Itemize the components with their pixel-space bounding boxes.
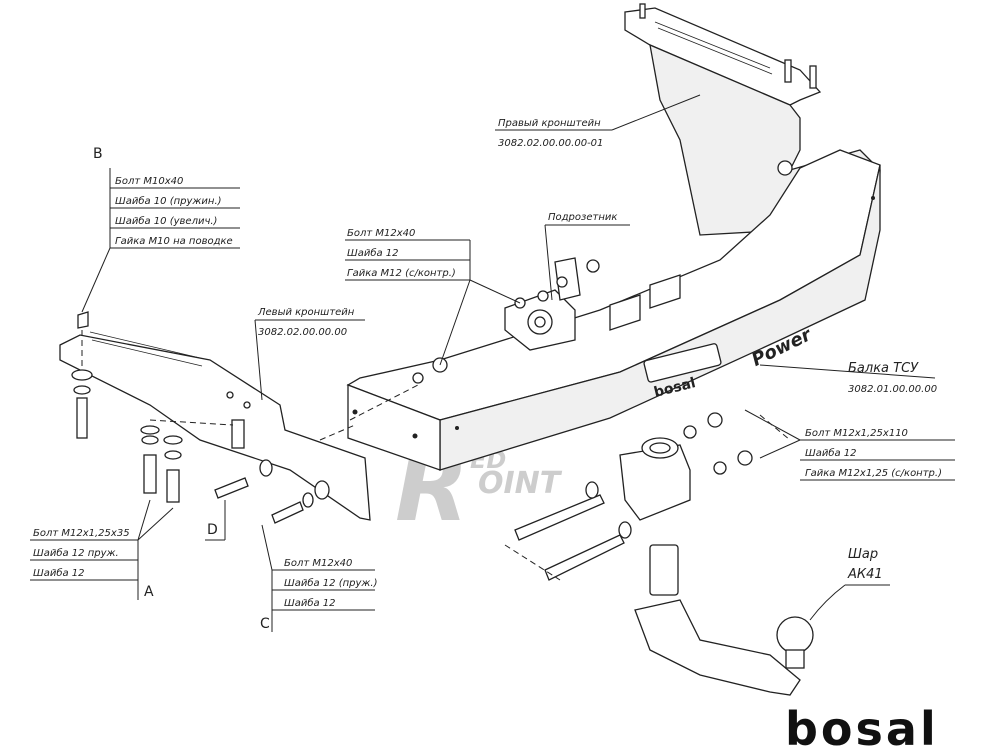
label-group-top: Болт М12х40 Шайба 12 Гайка М12 (с/контр.… bbox=[345, 228, 521, 366]
tow-beam: bosal Power bbox=[346, 149, 881, 471]
group-c-item-0: Болт М12х40 bbox=[284, 558, 352, 569]
left-bracket-label: Левый кронштейн bbox=[257, 307, 355, 318]
hardware-b bbox=[71, 330, 93, 439]
group-d-letter: D bbox=[207, 522, 218, 538]
group-b-item-1: Шайба 10 (пружин.) bbox=[115, 195, 222, 207]
ball-code: АК41 bbox=[847, 567, 883, 582]
socket-plate bbox=[504, 257, 600, 351]
ball-label: Шар bbox=[848, 547, 878, 562]
ball-mount bbox=[504, 412, 791, 581]
right-bracket-label: Правый кронштейн bbox=[498, 118, 601, 129]
right-item-0: Болт М12х1,25х110 bbox=[805, 428, 908, 439]
label-group-a: Болт М12х1,25х35 Шайба 12 пруж. Шайба 12… bbox=[30, 499, 174, 600]
group-c-letter: C bbox=[260, 616, 270, 632]
right-bracket-code: 3082.02.00.00.00-01 bbox=[498, 138, 603, 149]
group-a-item-2: Шайба 12 bbox=[33, 567, 85, 579]
socket-plate-label: Подрозетник bbox=[548, 212, 617, 223]
group-b-letter: B bbox=[93, 146, 103, 162]
top-item-2: Гайка М12 (с/контр.) bbox=[347, 268, 456, 279]
watermark-bottom: OINT bbox=[478, 466, 563, 501]
hardware-d-c bbox=[214, 424, 356, 524]
group-b-item-2: Шайба 10 (увелич.) bbox=[115, 215, 217, 227]
group-c-item-2: Шайба 12 bbox=[284, 597, 336, 609]
hardware-a bbox=[140, 419, 234, 503]
label-group-b: B Болт М10х40 Шайба 10 (пружин.) Шайба 1… bbox=[81, 146, 240, 313]
group-a-letter: A bbox=[144, 584, 154, 600]
tow-ball bbox=[634, 544, 814, 696]
group-a-item-0: Болт М12х1,25х35 bbox=[33, 528, 130, 539]
right-item-2: Гайка М12х1,25 (с/контр.) bbox=[805, 468, 942, 479]
bosal-logo: bosal bbox=[785, 702, 939, 750]
top-item-0: Болт М12х40 bbox=[347, 228, 415, 239]
left-bracket-code: 3082.02.00.00.00 bbox=[258, 327, 347, 338]
label-group-right: Болт М12х1,25х110 Шайба 12 Гайка М12х1,2… bbox=[744, 409, 955, 481]
beam-label: Балка ТСУ bbox=[848, 361, 919, 376]
label-group-d: D bbox=[205, 500, 226, 541]
beam-code: 3082.01.00.00.00 bbox=[848, 384, 937, 395]
group-a-item-1: Шайба 12 пруж. bbox=[33, 547, 119, 559]
left-bracket bbox=[59, 311, 371, 521]
label-beam: Балка ТСУ 3082.01.00.00.00 bbox=[759, 361, 937, 395]
label-socket-plate: Подрозетник bbox=[544, 212, 630, 301]
label-ball: Шар АК41 bbox=[809, 547, 890, 621]
label-group-c: Болт М12х40 Шайба 12 (пруж.) Шайба 12 C bbox=[260, 524, 378, 632]
top-item-1: Шайба 12 bbox=[347, 247, 399, 259]
group-b-item-3: Гайка М10 на поводке bbox=[115, 236, 233, 247]
label-left-bracket: Левый кронштейн 3082.02.00.00.00 bbox=[254, 307, 365, 401]
right-item-1: Шайба 12 bbox=[805, 447, 857, 459]
label-right-bracket: Правый кронштейн 3082.02.00.00.00-01 bbox=[495, 94, 701, 149]
group-b-item-0: Болт М10х40 bbox=[115, 176, 183, 187]
group-c-item-1: Шайба 12 (пруж.) bbox=[284, 577, 378, 589]
